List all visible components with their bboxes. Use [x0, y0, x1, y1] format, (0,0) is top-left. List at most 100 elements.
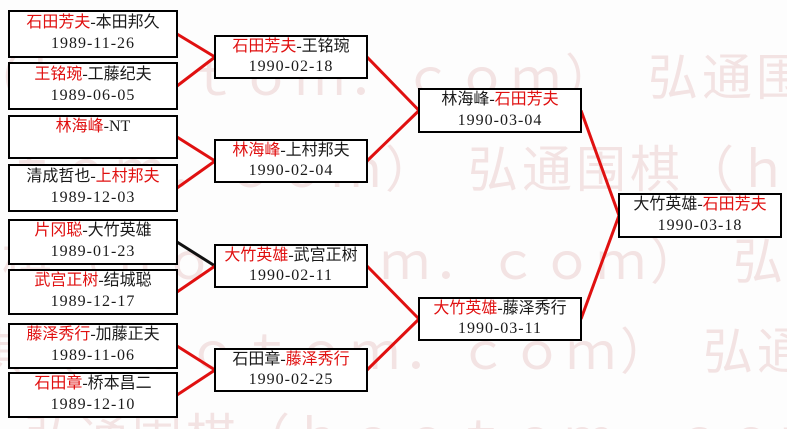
match-date: 1989-01-23 [50, 243, 136, 260]
match-date: 1989-06-05 [50, 87, 136, 104]
match-date: 1990-02-11 [248, 267, 334, 284]
vs-separator: - [90, 168, 96, 185]
player-name: 王铭琬 [301, 38, 350, 55]
vs-separator: - [497, 300, 503, 317]
vs-separator: - [103, 118, 109, 135]
vs-separator: - [280, 142, 286, 159]
connector-line [176, 368, 216, 397]
match-box: 片冈聪-大竹英雄 1989-01-23 [8, 219, 178, 265]
vs-separator: - [90, 14, 96, 31]
match-players: 石田芳夫-王铭琬 [232, 37, 349, 57]
player-name: 大竹英雄 [433, 300, 498, 317]
vs-separator: - [489, 91, 495, 108]
player-name: 上村邦夫 [285, 142, 350, 159]
vs-separator: - [90, 326, 96, 343]
player-name: 石田芳夫 [702, 196, 767, 213]
vs-separator: - [82, 222, 88, 239]
player-name: 林海峰 [441, 91, 490, 108]
match-players: 林海峰-上村邦夫 [232, 141, 349, 161]
match-box: 王铭琬-工藤纪夫 1989-06-05 [8, 62, 178, 110]
match-date: 1989-11-06 [50, 347, 136, 364]
match-box: 石田章-桥本昌二 1989-12-10 [8, 372, 178, 418]
match-date: 1990-03-11 [457, 320, 543, 337]
match-players: 石田芳夫-本田邦久 [26, 13, 159, 34]
player-name: 结城聪 [103, 272, 152, 289]
connector-line [365, 317, 421, 372]
vs-separator: - [98, 272, 104, 289]
match-players: 石田章-藤泽秀行 [232, 350, 349, 370]
connector-line [176, 240, 216, 268]
match-date: 1989-12-17 [50, 293, 136, 310]
match-box: 石田芳夫-王铭琬 1990-02-18 [214, 35, 368, 79]
connector-line [365, 109, 421, 163]
match-date: 1990-02-18 [248, 58, 334, 75]
match-players: 林海峰-NT [56, 117, 131, 137]
vs-separator: - [82, 375, 88, 392]
match-box: 林海峰-NT [8, 115, 178, 159]
match-players: 大竹英雄-石田芳夫 [633, 195, 766, 216]
player-name: 石田章 [232, 351, 281, 368]
match-box: 林海峰-上村邦夫 1990-02-04 [214, 139, 368, 183]
vs-separator: - [280, 351, 286, 368]
connector-line [579, 214, 621, 320]
player-name: 加藤正夫 [95, 326, 160, 343]
connector-line [176, 159, 216, 190]
vs-separator: - [82, 66, 88, 83]
player-name: 石田芳夫 [494, 91, 559, 108]
match-box: 石田章-藤泽秀行 1990-02-25 [214, 348, 368, 392]
match-players: 大竹英雄-武宫正树 [224, 246, 357, 266]
match-players: 王铭琬-工藤纪夫 [34, 65, 151, 86]
match-date: 1990-02-04 [248, 162, 334, 179]
connector-line [176, 55, 216, 88]
match-box: 林海峰-石田芳夫 1990-03-04 [418, 88, 582, 133]
player-name: 林海峰 [232, 142, 281, 159]
player-name: 大竹英雄 [633, 196, 698, 213]
player-name: 林海峰 [55, 118, 104, 135]
match-players: 藤泽秀行-加藤正夫 [26, 325, 159, 346]
player-name: 武宫正树 [34, 272, 99, 289]
match-date: 1989-12-10 [50, 396, 136, 413]
player-name: 清成哲也 [26, 168, 91, 185]
player-name: NT [109, 118, 131, 135]
match-players: 片冈聪-大竹英雄 [34, 221, 151, 242]
match-box: 大竹英雄-石田芳夫 1990-03-18 [618, 193, 782, 238]
match-players: 林海峰-石田芳夫 [441, 90, 558, 111]
match-box: 大竹英雄-武宫正树 1990-02-11 [214, 244, 368, 288]
player-name: 桥本昌二 [87, 375, 152, 392]
player-name: 本田邦久 [95, 14, 160, 31]
match-box: 藤泽秀行-加藤正夫 1989-11-06 [8, 323, 178, 369]
match-players: 大竹英雄-藤泽秀行 [433, 299, 566, 319]
player-name: 王铭琬 [34, 66, 83, 83]
connector-line [176, 344, 216, 372]
connector-line [176, 135, 216, 163]
connector-line [365, 264, 421, 321]
match-box: 石田芳夫-本田邦久 1989-11-26 [8, 10, 178, 58]
vs-separator: - [697, 196, 703, 213]
player-name: 工藤纪夫 [87, 66, 152, 83]
player-name: 藤泽秀行 [26, 326, 91, 343]
player-name: 片冈聪 [34, 222, 83, 239]
match-box: 清成哲也-上村邦夫 1989-12-03 [8, 164, 178, 212]
player-name: 石田芳夫 [232, 38, 297, 55]
player-name: 石田芳夫 [26, 14, 91, 31]
player-name: 上村邦夫 [95, 168, 160, 185]
match-players: 武宫正树-结城聪 [34, 271, 151, 292]
match-date: 1989-11-26 [50, 35, 136, 52]
player-name: 藤泽秀行 [285, 351, 350, 368]
match-date: 1989-12-03 [50, 189, 136, 206]
connector-line [176, 264, 216, 294]
player-name: 石田章 [34, 375, 83, 392]
match-date: 1990-03-04 [457, 111, 543, 129]
connector-line [365, 55, 421, 112]
connector-line [176, 32, 216, 59]
match-players: 石田章-桥本昌二 [34, 374, 151, 395]
match-box: 大竹英雄-藤泽秀行 1990-03-11 [418, 297, 582, 341]
match-date: 1990-03-18 [657, 216, 743, 234]
vs-separator: - [296, 38, 302, 55]
match-date: 1990-02-25 [248, 371, 334, 388]
player-name: 大竹英雄 [224, 247, 289, 264]
match-players: 清成哲也-上村邦夫 [26, 167, 159, 188]
connector-line [579, 109, 621, 217]
